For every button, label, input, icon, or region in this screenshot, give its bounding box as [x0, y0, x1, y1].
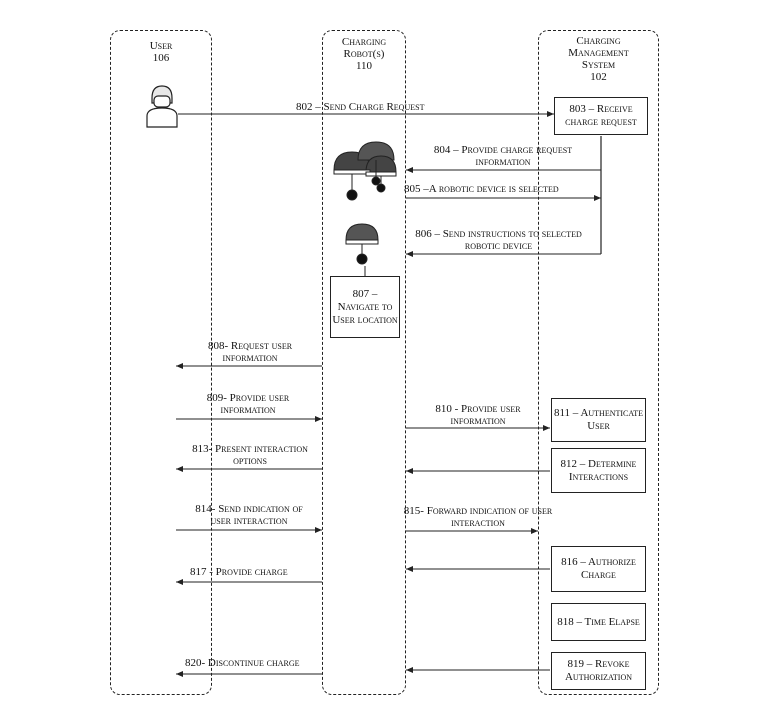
label-810: 810 - Provide user information — [435, 403, 521, 427]
user-person-icon — [146, 85, 178, 128]
label-806: 806 – Send instructions to selected robo… — [415, 228, 582, 252]
selected-robot-icon — [345, 223, 379, 265]
robot-lane-title: Charging Robot(s) 110 — [341, 36, 387, 72]
robot-lane — [322, 30, 406, 695]
label-808: 808- Request user information — [207, 340, 293, 364]
label-805: 805 –A robotic device is selected — [404, 183, 559, 195]
step-819-box: 819 – Revoke Authorization — [551, 652, 646, 690]
cms-lane — [538, 30, 659, 695]
label-820: 820- Discontinue charge — [185, 657, 300, 669]
label-813: 813- Present interaction options — [192, 443, 308, 467]
label-802: 802 – Send Charge Request — [296, 101, 425, 113]
robot-group-icon — [333, 141, 397, 201]
step-811-box: 811 – Authenticate User — [551, 398, 646, 442]
cms-lane-title: Charging Management System 102 — [568, 35, 629, 83]
step-812-box: 812 – Determine Interactions — [551, 448, 646, 493]
step-816-box: 816 – Authorize Charge — [551, 546, 646, 592]
label-817: 817 - Provide charge — [190, 566, 288, 578]
label-809: 809- Provide user information — [206, 392, 290, 416]
label-804: 804 – Provide charge request information — [433, 144, 573, 168]
step-803-box: 803 – Receive charge request — [554, 97, 648, 135]
user-lane — [110, 30, 212, 695]
label-815: 815- Forward indication of user interact… — [403, 505, 553, 529]
label-814: 814- Send indication of user interaction — [195, 503, 303, 527]
step-818-box: 818 – Time Elapse — [551, 603, 646, 641]
step-807-box: 807 – Navigate to User location — [330, 276, 400, 338]
user-lane-title: User 106 — [149, 40, 173, 64]
